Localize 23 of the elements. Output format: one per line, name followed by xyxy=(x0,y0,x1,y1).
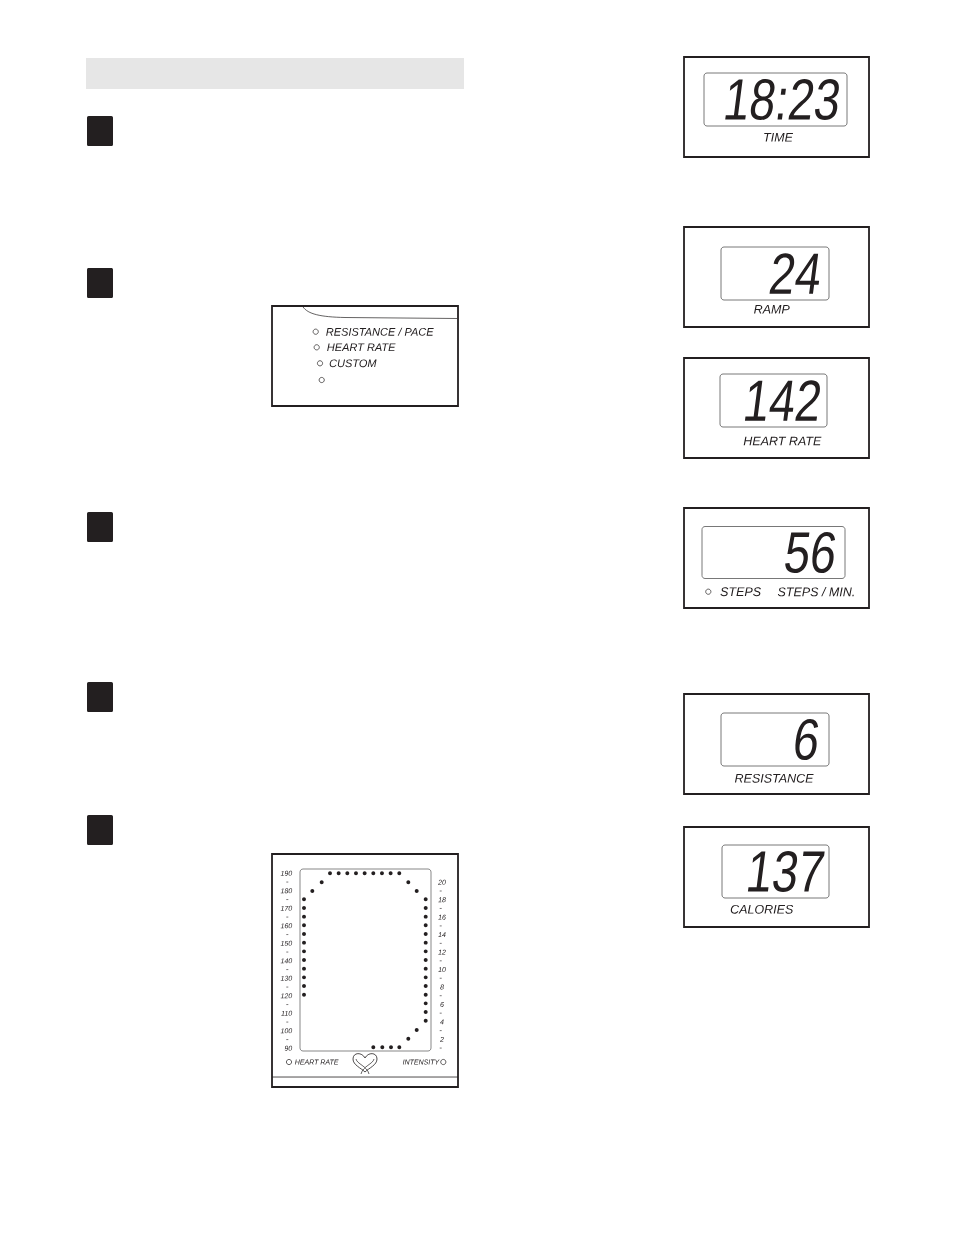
lcd-screen: 6 xyxy=(720,712,830,767)
lcd-screen: 24 xyxy=(720,246,830,301)
lcd-screen: 18:23 xyxy=(703,72,848,127)
step-marker xyxy=(87,512,113,542)
lcd-screen: 142 xyxy=(719,373,828,428)
step-marker xyxy=(87,815,113,845)
mode-label: HEART RATE xyxy=(327,343,396,352)
display-label: CALORIES xyxy=(730,904,794,914)
display-label: RESISTANCE xyxy=(734,773,814,783)
heading-band xyxy=(86,58,464,89)
display-label: HEART RATE xyxy=(743,436,822,446)
display-label: RAMP xyxy=(754,305,790,314)
step-marker xyxy=(87,268,113,298)
step-marker xyxy=(87,682,113,712)
lcd-screen: 56 xyxy=(701,526,846,579)
mode-label: CUSTOM xyxy=(329,359,377,368)
display-label: STEPS / MIN. xyxy=(777,587,854,597)
led-display-window xyxy=(299,868,432,1052)
display-label: STEPS xyxy=(720,587,761,597)
mode-label: RESISTANCE / PACE xyxy=(326,327,434,336)
display-label: TIME xyxy=(764,133,794,142)
step-marker xyxy=(87,116,113,146)
lcd-screen: 137 xyxy=(721,844,830,899)
